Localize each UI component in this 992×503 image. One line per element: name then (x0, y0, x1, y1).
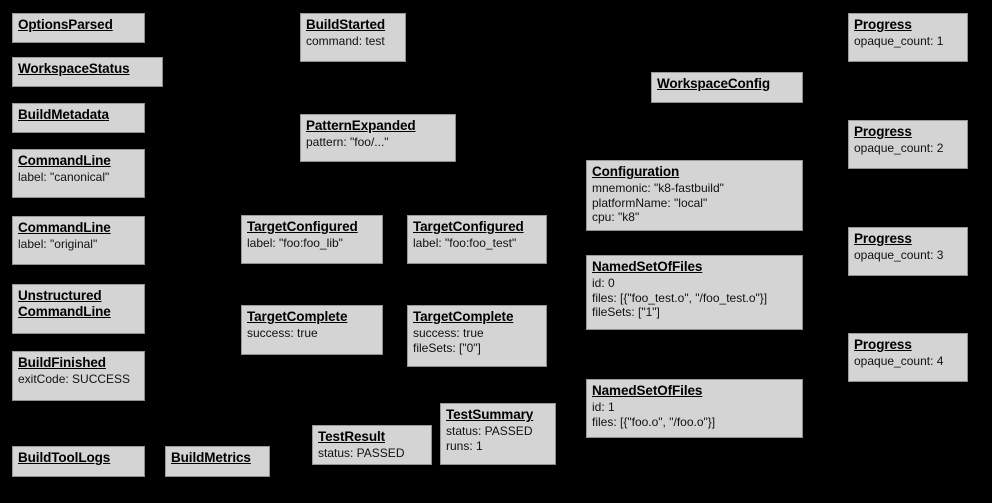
event-node-title: BuildMetrics (171, 450, 251, 465)
event-node-configuration[interactable]: Configuration mnemonic: "k8-fastbuild"pla… (586, 160, 803, 231)
event-node-title: TestSummary (446, 407, 534, 422)
event-node-field: label: "canonical" (18, 170, 110, 184)
event-node-fields: mnemonic: "k8-fastbuild"platformName: "l… (592, 181, 797, 225)
event-node-command-line-original[interactable]: CommandLine label: "original" (12, 216, 145, 265)
event-node-title: CommandLine (18, 220, 111, 235)
event-node-field: platformName: "local" (592, 195, 708, 210)
event-node-field: pattern: "foo/..." (306, 135, 389, 149)
event-node-title: WorkspaceStatus (18, 61, 130, 76)
event-node-title: OptionsParsed (18, 17, 113, 32)
event-node-field: label: "foo:foo_lib" (247, 236, 343, 250)
event-node-title: NamedSetOfFiles (592, 259, 703, 274)
event-node-field: id: 1 (592, 400, 615, 414)
event-node-field: opaque_count: 3 (854, 248, 944, 262)
event-node-fields: label: "foo:foo_lib" (247, 236, 377, 251)
event-node-field: files: [{"foo_test.o", "/foo_test.o"}] (592, 290, 768, 305)
event-node-progress-4[interactable]: Progress opaque_count: 4 (848, 333, 968, 382)
event-node-build-started[interactable]: BuildStarted command: test (300, 13, 406, 62)
event-node-fields: label: "foo:foo_test" (413, 236, 541, 251)
event-node-fields: opaque_count: 4 (854, 354, 962, 369)
event-node-progress-3[interactable]: Progress opaque_count: 3 (848, 227, 968, 276)
event-node-target-complete-foo-lib[interactable]: TargetComplete success: true (241, 305, 383, 355)
event-node-unstructured-command-line[interactable]: Unstructured CommandLine (12, 284, 145, 334)
event-node-field: runs: 1 (446, 438, 483, 453)
event-node-field: label: "original" (18, 237, 98, 251)
event-node-fields: opaque_count: 1 (854, 34, 962, 49)
event-node-field: status: PASSED (318, 446, 405, 460)
event-node-build-finished[interactable]: BuildFinished exitCode: SUCCESS (12, 351, 145, 401)
event-node-field: opaque_count: 2 (854, 141, 944, 155)
event-node-fields: label: "canonical" (18, 170, 139, 185)
event-node-test-result[interactable]: TestResult status: PASSED (312, 425, 432, 465)
event-node-title: Progress (854, 17, 912, 32)
event-node-field: success: true (247, 326, 318, 340)
event-node-fields: command: test (306, 34, 400, 49)
event-node-title: TargetConfigured (413, 219, 524, 234)
event-node-field: success: true (413, 326, 484, 340)
event-node-title: TargetConfigured (247, 219, 358, 234)
event-node-field: mnemonic: "k8-fastbuild" (592, 181, 724, 195)
event-node-field: command: test (306, 34, 385, 48)
event-node-target-configured-foo-lib[interactable]: TargetConfigured label: "foo:foo_lib" (241, 215, 383, 264)
event-node-title: TestResult (318, 429, 386, 444)
event-node-fields: exitCode: SUCCESS (18, 372, 139, 387)
event-node-title: Unstructured CommandLine (18, 288, 111, 319)
event-node-title: BuildToolLogs (18, 450, 111, 465)
event-node-field: label: "foo:foo_test" (413, 236, 517, 250)
event-node-field: files: [{"foo.o", "/foo.o"}] (592, 414, 716, 429)
event-node-title: TargetComplete (247, 309, 348, 324)
event-node-workspace-config[interactable]: WorkspaceConfig (651, 72, 803, 103)
event-node-field: fileSets: ["0"] (413, 340, 481, 355)
event-node-field: cpu: "k8" (592, 210, 640, 224)
event-node-title: PatternExpanded (306, 118, 416, 133)
event-node-title: BuildStarted (306, 17, 386, 32)
event-node-title: Configuration (592, 164, 680, 179)
event-node-field: status: PASSED (446, 424, 533, 438)
event-node-progress-1[interactable]: Progress opaque_count: 1 (848, 13, 968, 62)
event-node-title: Progress (854, 231, 912, 246)
event-node-target-configured-foo-test[interactable]: TargetConfigured label: "foo:foo_test" (407, 215, 547, 264)
event-node-field: opaque_count: 1 (854, 34, 944, 48)
event-node-title: WorkspaceConfig (657, 76, 771, 91)
event-node-field: opaque_count: 4 (854, 354, 944, 368)
event-node-title: CommandLine (18, 153, 111, 168)
event-node-build-metadata[interactable]: BuildMetadata (12, 103, 145, 133)
event-node-progress-2[interactable]: Progress opaque_count: 2 (848, 120, 968, 169)
event-node-fields: label: "original" (18, 237, 139, 252)
event-node-options-parsed[interactable]: OptionsParsed (12, 13, 145, 43)
event-node-workspace-status[interactable]: WorkspaceStatus (12, 57, 163, 87)
event-node-title: BuildMetadata (18, 107, 109, 122)
event-node-build-tool-logs[interactable]: BuildToolLogs (12, 446, 145, 477)
event-node-fields: pattern: "foo/..." (306, 135, 450, 150)
event-node-fields: status: PASSED (318, 446, 426, 461)
event-node-field: id: 0 (592, 276, 615, 290)
event-node-command-line-canonical[interactable]: CommandLine label: "canonical" (12, 149, 145, 198)
event-node-field: exitCode: SUCCESS (18, 372, 131, 386)
event-node-title: TargetComplete (413, 309, 514, 324)
event-node-field: fileSets: ["1"] (592, 305, 660, 319)
event-node-fields: opaque_count: 2 (854, 141, 962, 156)
event-node-title: NamedSetOfFiles (592, 383, 703, 398)
event-node-fields: opaque_count: 3 (854, 248, 962, 263)
event-node-pattern-expanded[interactable]: PatternExpanded pattern: "foo/..." (300, 114, 456, 162)
event-node-fields: success: true (247, 326, 377, 341)
event-node-title: BuildFinished (18, 355, 106, 370)
event-node-build-metrics[interactable]: BuildMetrics (165, 446, 270, 477)
event-node-title: Progress (854, 337, 912, 352)
event-node-title: Progress (854, 124, 912, 139)
